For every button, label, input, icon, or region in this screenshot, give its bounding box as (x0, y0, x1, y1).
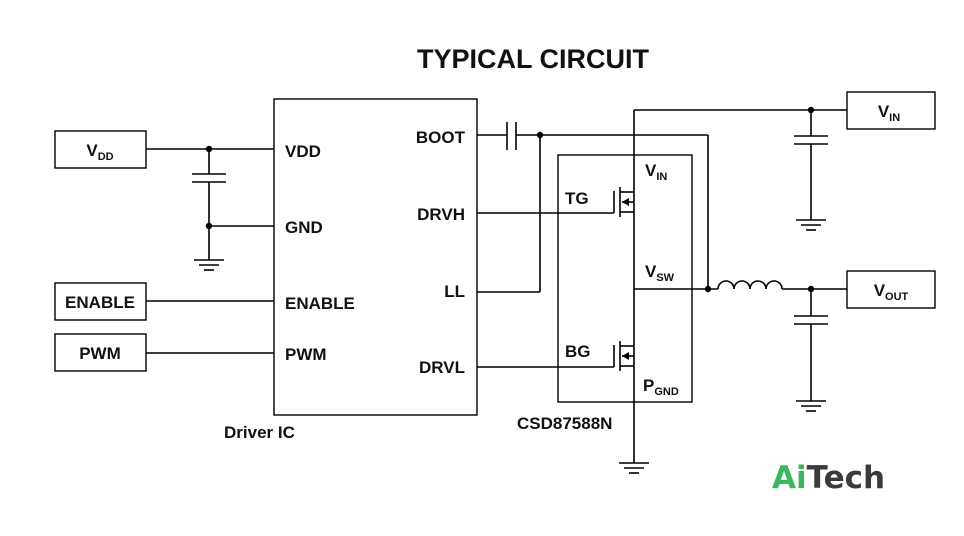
power-path-wiring (633, 106, 847, 463)
ground-symbol-vin-cap (796, 219, 826, 231)
driver-ic: VDD GND ENABLE PWM BOOT DRVH LL DRVL (273, 98, 478, 416)
ground-symbol-pgnd (619, 462, 649, 474)
pwm-terminal: PWM (54, 333, 147, 372)
driver-ic-caption: Driver IC (224, 423, 295, 442)
tg-label: TG (565, 189, 589, 208)
mosfet-module: TG BG VIN VSW PGND (557, 154, 693, 403)
ground-symbol-driver (194, 259, 224, 271)
low-side-mosfet (613, 341, 634, 371)
driver-pin-ll: LL (444, 282, 465, 301)
driver-pin-enable: ENABLE (285, 294, 355, 313)
vdd-terminal: VDD (54, 130, 147, 169)
driver-pin-drvh: DRVH (417, 205, 465, 224)
left-wiring (146, 145, 274, 354)
bootstrap-wiring (477, 122, 709, 368)
module-vsw-label: VSW (645, 262, 675, 284)
bg-label: BG (565, 342, 591, 361)
aitech-logo: AiTech (772, 460, 885, 496)
driver-pin-drvl: DRVL (419, 358, 465, 377)
module-pgnd-label: PGND (643, 376, 679, 398)
vout-terminal: VOUT (846, 270, 936, 309)
vin-terminal: VIN (846, 91, 936, 130)
pwm-terminal-label: PWM (79, 344, 121, 363)
diagram-title: TYPICAL CIRCUIT (417, 44, 650, 74)
ground-symbol-vout-cap (796, 400, 826, 412)
vin-terminal-label: VIN (878, 102, 900, 124)
enable-terminal: ENABLE (54, 282, 147, 321)
high-side-mosfet (613, 187, 634, 217)
enable-terminal-label: ENABLE (65, 293, 135, 312)
mosfet-module-caption: CSD87588N (517, 414, 612, 433)
driver-pin-boot: BOOT (416, 128, 466, 147)
driver-pin-gnd: GND (285, 218, 323, 237)
vdd-terminal-label: VDD (86, 141, 113, 163)
module-vin-label: VIN (645, 161, 667, 183)
driver-pin-pwm: PWM (285, 345, 327, 364)
driver-pin-vdd: VDD (285, 142, 321, 161)
vout-terminal-label: VOUT (874, 281, 909, 303)
